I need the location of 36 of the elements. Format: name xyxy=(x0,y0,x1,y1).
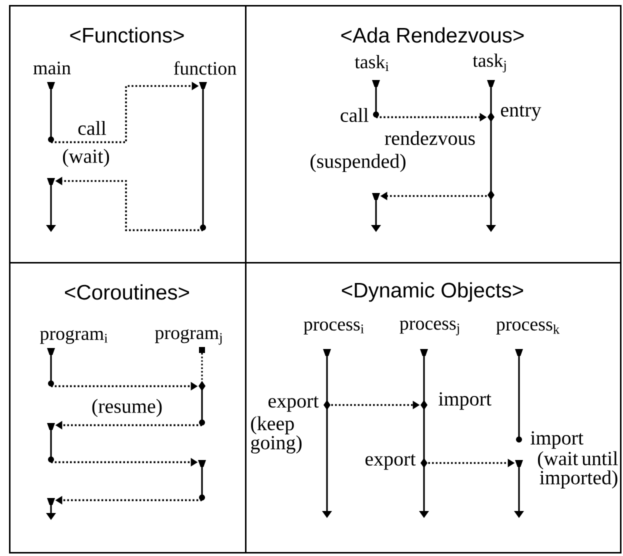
annotation: import xyxy=(530,431,584,449)
annotation: import xyxy=(438,392,492,410)
annotation: (suspended) xyxy=(310,154,406,172)
annotation: rendezvous xyxy=(384,130,475,146)
lifeline xyxy=(514,460,524,518)
annotation: (keep going) xyxy=(251,416,302,454)
lifeline-name: main xyxy=(33,62,71,74)
lifeline-name: process$_{k}$ xyxy=(496,322,560,334)
lifeline xyxy=(47,348,55,386)
lifeline xyxy=(198,460,206,500)
annotation: export xyxy=(268,396,319,412)
lifeline-name: program$_{j}$ xyxy=(155,329,222,345)
annotation: call xyxy=(78,120,106,136)
lifeline xyxy=(46,498,56,520)
lifeline xyxy=(47,423,55,462)
lifeline xyxy=(515,349,523,442)
lifeline-name: process$_{i}$ xyxy=(304,322,364,334)
annotation: (wait until imported) xyxy=(538,451,618,488)
lifeline xyxy=(419,349,429,518)
annotation: call xyxy=(340,108,368,122)
lifeline-name: program$_{i}$ xyxy=(40,330,108,344)
lifeline xyxy=(199,82,207,230)
lifeline-name: task$_{j}$ xyxy=(472,54,506,72)
lifeline xyxy=(46,178,56,232)
annotation: (wait) xyxy=(63,148,110,168)
lifeline xyxy=(198,347,206,426)
lifeline-name: process$_{j}$ xyxy=(400,320,459,336)
lifeline xyxy=(486,80,496,232)
lifeline-name: function xyxy=(174,61,236,75)
lifeline xyxy=(371,193,381,232)
annotation: (resume) xyxy=(92,398,162,418)
lifeline xyxy=(372,80,380,118)
lifeline xyxy=(322,349,332,518)
lifeline-name: task$_{i}$ xyxy=(354,54,389,72)
lifeline xyxy=(47,82,55,142)
annotation: export xyxy=(366,454,416,470)
